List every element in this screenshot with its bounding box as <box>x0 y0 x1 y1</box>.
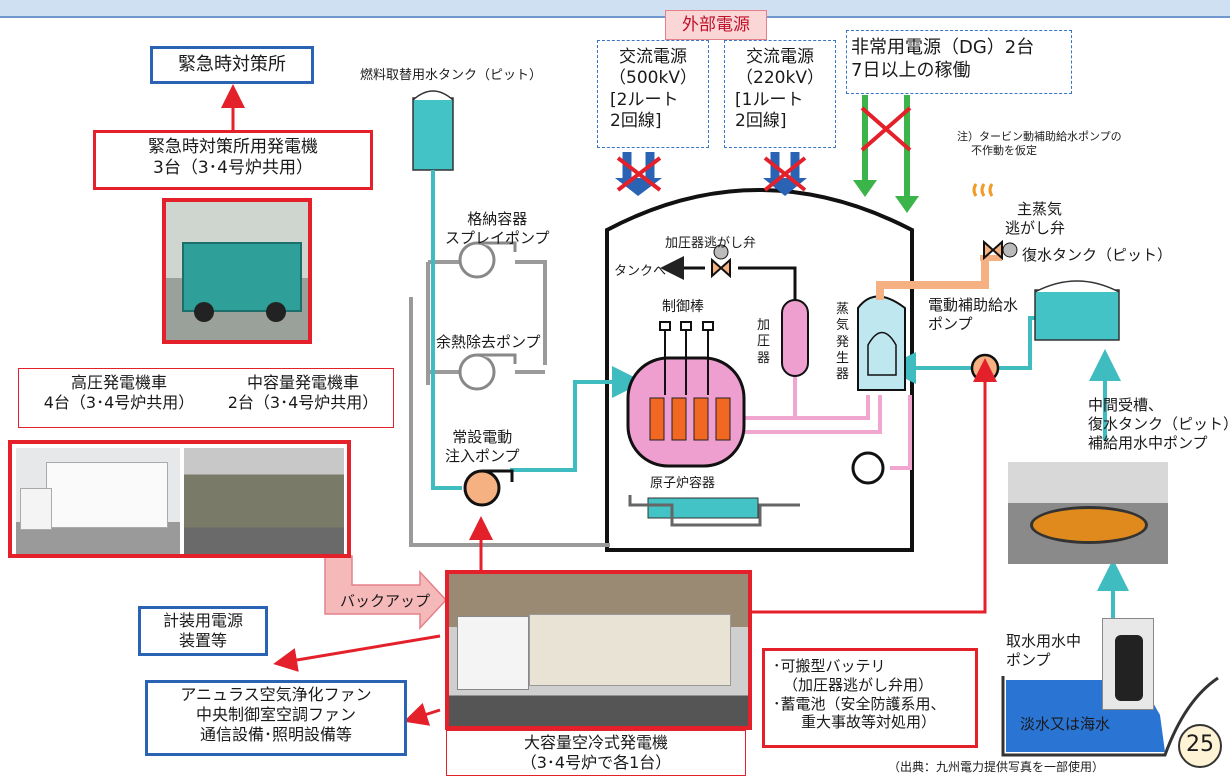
ac-220kv-box: 交流電源 （220kV） [1ルート 2回線] <box>724 40 836 148</box>
spray-pump-label: 格納容器 スプレイポンプ <box>445 210 550 247</box>
steam-generator <box>857 295 906 391</box>
turbine-pump-note: 注）タービン動補助給水ポンプの 不作動を仮定 <box>957 130 1122 157</box>
main-steam-valve <box>983 239 1018 261</box>
top-banner <box>0 0 1230 18</box>
intermediate-pump-label: 中間受槽、 復水タンク（ピット） 補給用水中ポンプ <box>1088 396 1230 452</box>
intermediate-tank-photo <box>1008 462 1168 564</box>
condensate-tank <box>1034 280 1120 341</box>
vehicles-box: 高圧発電機車 4台（3･4号炉共用） 中容量発電機車 2台（3･4号炉共用） <box>18 368 394 428</box>
instrument-box: 計装用電源 装置等 <box>138 606 268 656</box>
residual-heat-pump-label: 余熱除去ポンプ <box>436 333 541 351</box>
battery-box: ･可搬型バッテリ （加圧器逃がし弁用） ･蓄電池（安全防護系用、 重大事故等対処… <box>762 648 978 748</box>
page-number: 25 <box>1186 732 1214 757</box>
to-tank-label: タンクへ <box>614 264 667 279</box>
fuel-tank <box>412 90 454 171</box>
intake-pump-photo <box>1102 618 1154 710</box>
pressurizer-label: 加 圧 器 <box>757 318 771 366</box>
large-generator-label: 大容量空冷式発電機 （3･4号炉で各1台） <box>446 730 746 776</box>
page-number-badge <box>1178 724 1222 768</box>
injection-pump <box>463 469 514 507</box>
ac-500kv-box: 交流電源 （500kV） [2ルート 2回線] <box>597 40 709 148</box>
reactor-vessel <box>626 321 746 468</box>
injection-pump-label: 常設電動 注入ポンプ <box>445 428 520 465</box>
water-source-label: 淡水又は海水 <box>1020 715 1111 733</box>
relief-valve-label: 加圧器逃がし弁 <box>665 236 757 251</box>
vehicles-photo <box>8 440 351 558</box>
water-basin <box>1001 676 1219 757</box>
steam-generator-label: 蒸 気 発 生 器 <box>836 302 850 382</box>
main-steam-label: 主蒸気 逃がし弁 <box>1005 200 1066 237</box>
relief-valve <box>711 244 731 279</box>
emergency-dg-box: 非常用電源（DG）2台 7日以上の稼働 <box>846 30 1072 94</box>
control-rod-label: 制御棒 <box>662 299 704 315</box>
backup-arrow <box>324 555 448 630</box>
pressurizer <box>781 299 809 377</box>
external-power-title: 外部電源 <box>665 10 767 40</box>
backup-label: バックアップ <box>340 592 431 610</box>
intake-pump-label: 取水用水中 ポンプ <box>1006 632 1082 669</box>
annulus-box: アニュラス空気浄化ファン 中央制御室空調ファン 通信設備･照明設備等 <box>145 680 407 756</box>
large-generator-photo <box>445 570 752 730</box>
source-note: （出典：九州電力提供写真を一部使用） <box>888 760 1105 774</box>
reactor-vessel-label: 原子炉容器 <box>650 476 716 491</box>
emergency-office-box: 緊急時対策所 <box>150 46 314 84</box>
office-generator-box: 緊急時対策所用発電機 3台（3･4号炉共用） <box>93 130 373 190</box>
fuel-tank-label: 燃料取替用水タンク（ピット） <box>360 68 543 83</box>
office-generator-photo <box>162 198 312 344</box>
aux-feed-pump-label: 電動補助給水 ポンプ <box>928 296 1019 333</box>
condensate-tank-label: 復水タンク（ピット） <box>1022 246 1173 264</box>
